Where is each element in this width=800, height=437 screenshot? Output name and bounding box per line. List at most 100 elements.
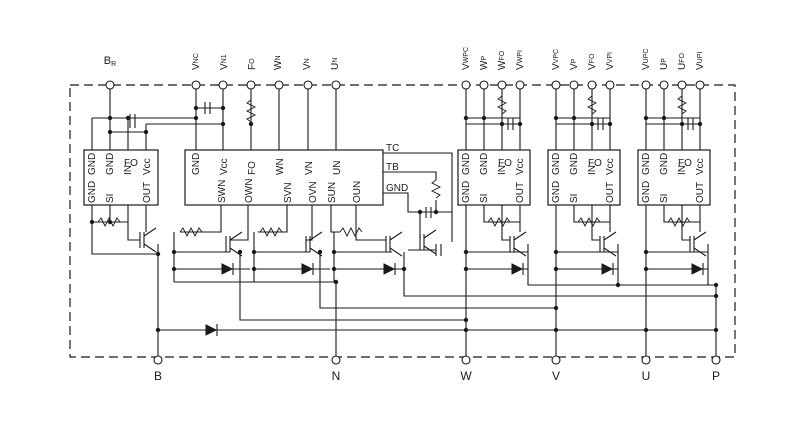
terminal-label-w: W (460, 369, 472, 383)
gnd-label: GND (386, 183, 408, 194)
shunt-resistor-icon (179, 226, 203, 238)
terminal-label-p: P (712, 369, 720, 383)
brake-driver-ic: GND GND IN FO Vcc GND SI OUT (83, 149, 159, 206)
terminal-label-fo: FO (247, 58, 258, 70)
igbt-icon (139, 227, 157, 253)
ic-pin-label: OVN (308, 181, 319, 203)
ic-pin-label: GND (191, 153, 202, 175)
ic-pin-label: SWN (217, 180, 228, 203)
ic-pin-label: FO (247, 161, 258, 175)
bottom-terminal-labels: B N W V U P (154, 369, 720, 383)
igbt-icon (305, 231, 323, 257)
ic-pin-label: OUT (605, 182, 616, 203)
shunt-resistor-icon (259, 226, 283, 238)
terminal-label-up: UP (659, 58, 670, 70)
terminal-label-v: V (552, 369, 560, 383)
igbt-transistors (139, 227, 707, 257)
terminal-label-br: BR (104, 55, 116, 68)
resistor-icon (496, 95, 508, 115)
ic-pin-label: FO (124, 158, 138, 169)
shunt-resistor-icon (577, 216, 601, 228)
ic-pin-label: GND (641, 153, 652, 175)
ic-pin-label: GND (87, 181, 98, 203)
ic-pin-label: Vcc (515, 158, 526, 175)
diodes (205, 263, 704, 336)
resistor-icon (586, 95, 598, 115)
passives (97, 95, 694, 256)
terminal-label-vupc: VUPC (641, 49, 652, 70)
terminal-label-vp: VP (569, 58, 580, 70)
diode-icon (601, 263, 614, 275)
igbt-icon (385, 231, 403, 257)
terminal-label-wn: WN (273, 55, 284, 70)
ic-pin-label: SI (105, 194, 116, 203)
igbt-icon (599, 231, 617, 257)
ic-pin-label: IN (587, 165, 598, 175)
terminal-label-wfo: WFO (497, 50, 508, 70)
low-side-driver-ic: GND Vcc FO WN VN UN SWN OWN SVN OVN SUN … (184, 143, 408, 206)
terminal-label-vfo: VFO (587, 53, 598, 70)
terminal-label-u: U (642, 369, 651, 383)
ic-pin-label: OUN (352, 181, 363, 203)
wiring (91, 89, 717, 357)
terminal-label-n: N (332, 369, 341, 383)
ic-pin-label: IN (123, 165, 134, 175)
ic-pin-label: Vcc (142, 158, 153, 175)
ic-pin-label: OUT (695, 182, 706, 203)
ic-pin-label: Vcc (219, 158, 230, 175)
capacitor-icon (425, 207, 432, 218)
ic-pin-label: WN (275, 158, 286, 175)
ic-pin-label: GND (105, 153, 116, 175)
ic-pin-label: Vcc (605, 158, 616, 175)
ic-pin-label: GND (87, 153, 98, 175)
terminal-label-vn1: VN1 (219, 54, 230, 70)
ic-pin-label: OUT (142, 182, 153, 203)
diode-icon (301, 263, 314, 275)
ic-pin-label: FO (678, 158, 692, 169)
terminal-label-wp: WP (479, 56, 490, 70)
ic-pin-label: UN (332, 161, 343, 175)
high-side-driver-ic-v: GND GND IN FO Vcc GND SI OUT (547, 149, 621, 206)
shunt-resistor-icon (667, 216, 691, 228)
top-terminal-pins (105, 80, 705, 90)
ic-pin-label: FO (588, 158, 602, 169)
ic-pin-label: GND (551, 153, 562, 175)
high-side-driver-ic-w: GND GND IN FO Vcc GND SI OUT (457, 149, 531, 206)
terminal-label-vwpc: VWPC (461, 47, 472, 70)
resistor-icon (245, 99, 257, 123)
tb-label: TB (386, 162, 399, 173)
module-outline (69, 84, 736, 358)
capacitor-icon (129, 114, 136, 128)
ic-pin-label: GND (641, 181, 652, 203)
ic-pin-label: GND (551, 181, 562, 203)
ic-pin-label: SI (569, 194, 580, 203)
shunt-resistor-icon (339, 226, 363, 238)
terminal-label-vvpc: VVPC (551, 49, 562, 70)
shunt-resistor-icon (487, 216, 511, 228)
diode-icon (691, 263, 704, 275)
capacitor-icon (507, 118, 514, 130)
igbt-icon (419, 229, 437, 255)
terminal-label-un: UN (330, 58, 341, 70)
igbt-icon (689, 231, 707, 257)
diode-icon (221, 263, 234, 275)
igbt-icon (225, 231, 243, 257)
thermistor-icon (430, 179, 442, 199)
ic-pin-label: OUT (515, 182, 526, 203)
capacitor-icon (204, 102, 211, 114)
igbt-icon (509, 231, 527, 257)
ic-pin-label: GND (569, 153, 580, 175)
capacitor-icon (687, 118, 694, 130)
capacitor-icon (597, 118, 604, 130)
ic-pin-label: GND (461, 181, 472, 203)
capacitor-icon (435, 244, 442, 256)
terminal-label-vn: VN (302, 58, 313, 70)
top-terminal-labels: BR VNC VN1 FO WN VN UN VWPC WP WFO VWPI … (104, 47, 706, 70)
terminal-label-vvpi: VVPI (605, 52, 616, 70)
ic-pin-label: OWN (244, 179, 255, 203)
terminal-label-vupi: VUPI (695, 52, 706, 70)
ic-pin-label: SUN (327, 182, 338, 203)
diode-icon (205, 324, 218, 336)
ic-pin-label: SI (659, 194, 670, 203)
